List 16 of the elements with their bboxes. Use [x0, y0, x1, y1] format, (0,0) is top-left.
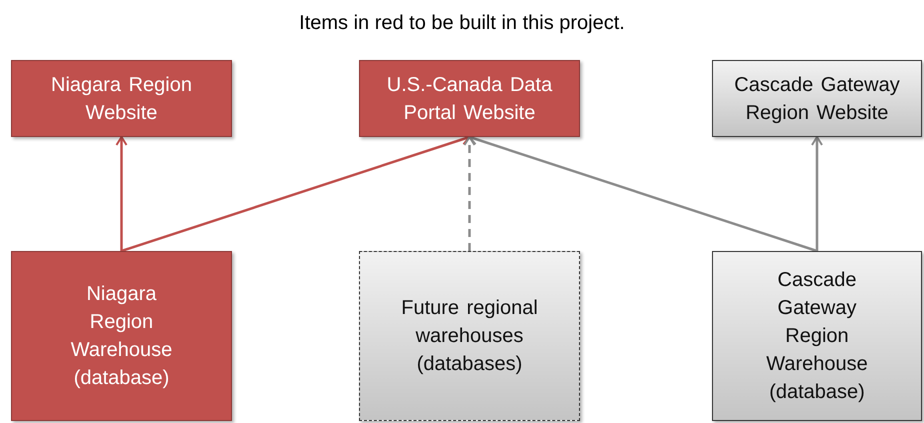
- website-box: [11, 60, 232, 137]
- arrow: [116, 136, 128, 251]
- website-box: [359, 60, 580, 137]
- database-box: [712, 251, 922, 421]
- node-label: Niagara Region Website: [50, 72, 193, 126]
- database-box: [359, 251, 580, 421]
- node-label: Future regional warehouses (databases): [400, 296, 539, 377]
- node-label: Cascade Gateway Region Website: [733, 72, 901, 126]
- node-label: Cascade Gateway Region Warehouse (database): [765, 268, 869, 405]
- title: Items in red to be built in this project.: [298, 12, 626, 35]
- arrow: [811, 136, 823, 251]
- database-box: [11, 251, 232, 421]
- arrow: [464, 136, 476, 251]
- website-box: [712, 60, 922, 137]
- node-label: Niagara Region Warehouse (database): [70, 282, 174, 391]
- node-label: U.S.-Canada Data Portal Website: [386, 72, 554, 126]
